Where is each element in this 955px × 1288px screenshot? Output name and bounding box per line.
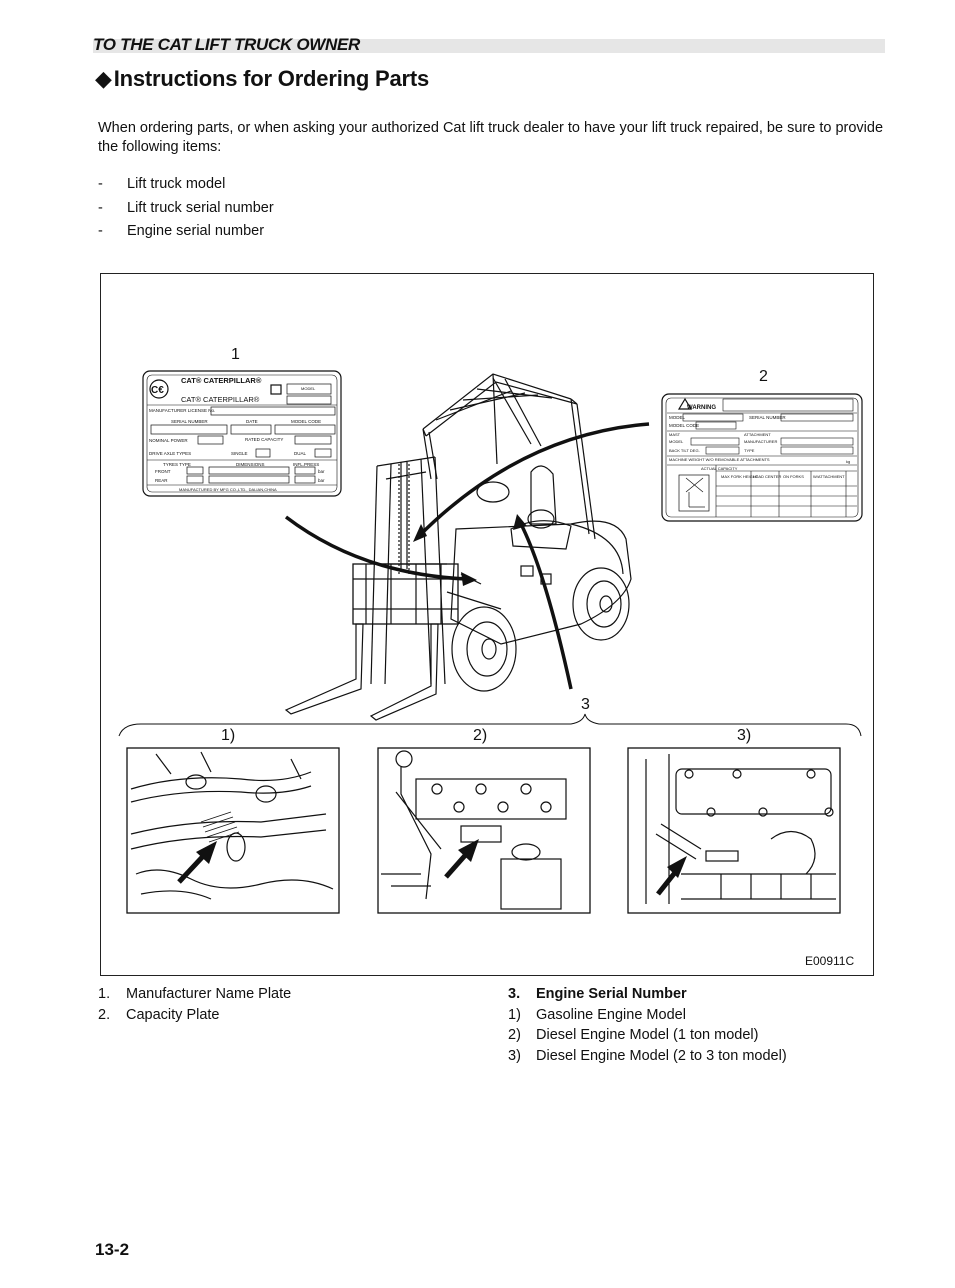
subfig-3-label: 3)	[737, 727, 751, 744]
forklift-drawing	[284, 373, 632, 721]
svg-text:MANUFACTURED BY MFG CO.,LTD.,: MANUFACTURED BY MFG CO.,LTD., DALIAN,CHI…	[179, 487, 277, 492]
svg-text:MACHINE WEIGHT W/O REMOVABLE A: MACHINE WEIGHT W/O REMOVABLE ATTACHMENTS	[669, 457, 770, 462]
svg-text:SINGLE: SINGLE	[231, 451, 248, 456]
svg-text:MODEL CODE: MODEL CODE	[669, 423, 699, 428]
header-bar	[93, 39, 885, 53]
svg-text:FRONT: FRONT	[155, 469, 171, 474]
svg-text:MODEL: MODEL	[669, 439, 684, 444]
callout-arrows	[284, 422, 650, 690]
section-header: TO THE CAT LIFT TRUCK OWNER	[93, 35, 361, 54]
svg-text:MANUFACTURER: MANUFACTURER	[744, 439, 777, 444]
legend-item: 3.Engine Serial Number	[508, 986, 687, 1003]
detail-diesel-2to3ton	[627, 747, 841, 914]
capacity-plate: WARNING MODEL SERIAL NUMBER MODEL CODE M…	[661, 393, 863, 522]
subfig-2-label: 2)	[473, 727, 487, 744]
svg-text:DUAL: DUAL	[294, 451, 307, 456]
legend-item: 1)Gasoline Engine Model	[508, 1006, 686, 1023]
ce-mark: C€	[151, 385, 164, 396]
svg-text:bar: bar	[318, 478, 325, 483]
svg-text:SERIAL NUMBER: SERIAL NUMBER	[171, 419, 208, 424]
arrow-head-icon	[461, 572, 477, 586]
svg-text:RATED CAPACITY: RATED CAPACITY	[245, 437, 283, 442]
detail-diesel-1ton	[377, 747, 591, 914]
legend-item: 2.Capacity Plate	[98, 1006, 220, 1023]
svg-text:LOAD CENTER: LOAD CENTER	[753, 474, 782, 479]
svg-text:W/ATTACHMENT: W/ATTACHMENT	[813, 474, 845, 479]
svg-text:kg: kg	[846, 459, 850, 464]
legend-right: 3.Engine Serial Number 1)Gasoline Engine…	[508, 984, 787, 1066]
svg-text:MAST: MAST	[669, 432, 681, 437]
page-title: ◆Instructions for Ordering Parts	[95, 66, 429, 92]
arrow-head-icon	[196, 841, 217, 864]
arrow-head-icon	[513, 514, 527, 530]
detail-gasoline-engine	[126, 747, 340, 914]
svg-text:MODEL: MODEL	[301, 386, 316, 391]
legend-item: 1.Manufacturer Name Plate	[98, 986, 292, 1003]
subfig-1-label: 1)	[221, 727, 235, 744]
svg-text:REAR: REAR	[155, 478, 168, 483]
list-item: -Lift truck model	[98, 176, 226, 192]
diamond-bullet-icon: ◆	[95, 66, 112, 91]
legend-left: 1.Manufacturer Name Plate 2.Capacity Pla…	[98, 984, 291, 1025]
svg-text:MODEL CODE: MODEL CODE	[291, 419, 321, 424]
legend-item: 2)Diesel Engine Model (1 ton model)	[508, 1027, 759, 1044]
legend-item: 3)Diesel Engine Model (2 to 3 ton model)	[508, 1048, 787, 1065]
svg-text:SERIAL NUMBER: SERIAL NUMBER	[749, 415, 786, 420]
callout-1-label: 1	[231, 346, 240, 363]
list-item: -Engine serial number	[98, 223, 265, 239]
svg-text:INFL.PRESS: INFL.PRESS	[293, 462, 319, 467]
arrow-head-icon	[458, 839, 479, 862]
svg-text:DRIVE AXLE TYPES: DRIVE AXLE TYPES	[149, 451, 191, 456]
svg-text:ON FORKS: ON FORKS	[783, 474, 804, 479]
svg-text:NOMINAL POWER: NOMINAL POWER	[149, 438, 188, 443]
list-item: -Lift truck serial number	[98, 199, 274, 216]
callout-2-label: 2	[759, 368, 768, 385]
arrow-head-icon	[667, 856, 687, 878]
svg-text:TYPE: TYPE	[744, 448, 755, 453]
parts-figure: C€ CAT® CATERPILLAR® CAT® CATERPILLAR® M…	[100, 273, 874, 976]
svg-text:DATE: DATE	[246, 419, 258, 424]
svg-text:MANUFACTURER LICENSE No.: MANUFACTURER LICENSE No.	[149, 408, 215, 413]
forklift-illustration: C€ CAT® CATERPILLAR® CAT® CATERPILLAR® M…	[118, 346, 863, 968]
intro-paragraph: When ordering parts, or when asking your…	[98, 120, 884, 155]
figure-code: E00911C	[805, 954, 854, 968]
svg-text:WARNING: WARNING	[687, 405, 716, 411]
svg-text:DIMENSIONS: DIMENSIONS	[236, 462, 265, 467]
svg-text:TYRES TYPE: TYRES TYPE	[163, 462, 191, 467]
svg-text:ATTACHMENT: ATTACHMENT	[744, 432, 771, 437]
page-title-text: Instructions for Ordering Parts	[113, 66, 430, 91]
svg-text:BACK TILT DEG.: BACK TILT DEG.	[669, 448, 700, 453]
svg-text:CAT® CATERPILLAR®: CAT® CATERPILLAR®	[181, 376, 262, 385]
callout-3-label: 3	[581, 696, 590, 713]
svg-text:MODEL: MODEL	[669, 415, 686, 420]
manufacturer-name-plate: C€ CAT® CATERPILLAR® CAT® CATERPILLAR® M…	[142, 370, 342, 497]
arrow-head-icon	[413, 524, 427, 542]
svg-text:bar: bar	[318, 469, 325, 474]
svg-text:ACTUAL CAPACITY: ACTUAL CAPACITY	[701, 466, 738, 471]
required-items-list: -Lift truck model -Lift truck serial num…	[98, 176, 274, 247]
page-number: 13-2	[95, 1240, 130, 1259]
svg-text:MAX FORK HEIGHT: MAX FORK HEIGHT	[721, 474, 759, 479]
svg-text:CAT® CATERPILLAR®: CAT® CATERPILLAR®	[181, 395, 260, 404]
